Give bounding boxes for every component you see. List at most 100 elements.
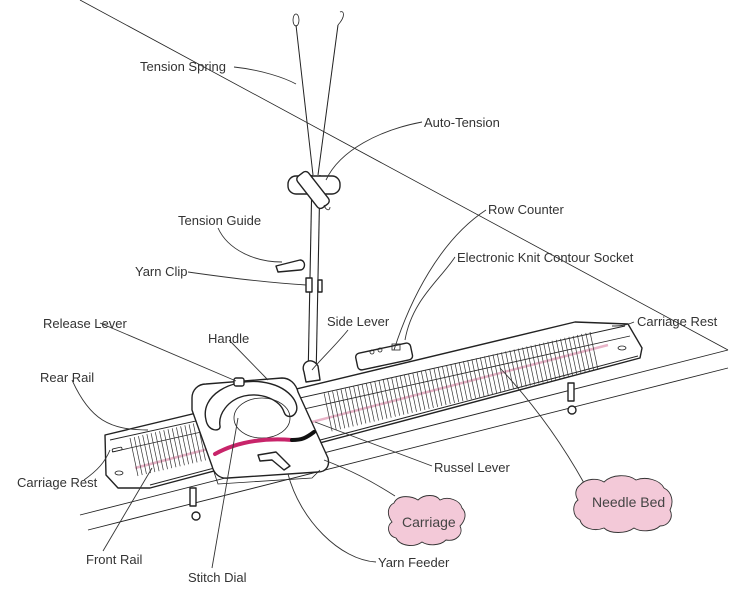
needle	[353, 386, 363, 425]
needle	[467, 360, 476, 399]
label-yarn-clip: Yarn Clip	[135, 264, 188, 279]
needle	[159, 431, 168, 470]
label-yarn-feeder: Yarn Feeder	[378, 555, 450, 570]
needle	[479, 357, 489, 396]
needle	[192, 423, 202, 462]
table-clamp-left	[189, 487, 201, 521]
needle	[361, 384, 371, 423]
needle	[370, 382, 379, 421]
needle	[509, 350, 519, 389]
needle	[403, 374, 413, 413]
label-carriage-rest-left: Carriage Rest	[17, 475, 98, 490]
needle	[581, 333, 590, 373]
needle	[408, 373, 417, 412]
needle	[146, 434, 156, 473]
needle	[425, 369, 434, 408]
needle	[387, 378, 396, 417]
needle	[323, 393, 333, 432]
label-row-counter: Row Counter	[488, 202, 565, 217]
needle	[437, 366, 447, 406]
label-release-lever: Release Lever	[43, 316, 127, 331]
label-handle: Handle	[208, 331, 249, 346]
needle	[171, 428, 181, 467]
callout-needle-bed-text: Needle Bed	[592, 494, 665, 510]
needle	[349, 387, 358, 426]
yarn-mast	[275, 11, 344, 383]
needle	[395, 376, 405, 415]
needle	[336, 390, 346, 429]
label-stitch-dial: Stitch Dial	[188, 570, 247, 585]
needle	[543, 342, 552, 381]
needle	[365, 383, 375, 422]
needle	[534, 344, 544, 383]
needle	[328, 392, 337, 431]
needle	[412, 372, 422, 411]
label-tension-guide: Tension Guide	[178, 213, 261, 228]
needle	[176, 427, 185, 466]
row-counter-unit	[354, 342, 414, 371]
needle	[357, 385, 367, 424]
needle	[450, 364, 460, 403]
needle	[526, 346, 536, 385]
needle	[513, 349, 523, 388]
needle	[446, 364, 455, 404]
needle	[560, 338, 569, 377]
needle	[441, 365, 451, 405]
part-labels: Tension Spring Auto-Tension Tension Guid…	[17, 59, 718, 585]
needle	[501, 352, 510, 391]
needle	[374, 381, 384, 420]
needle	[429, 368, 438, 408]
callout-carriage-text: Carriage	[402, 514, 456, 530]
carriage	[191, 377, 330, 485]
label-carriage-rest-right: Carriage Rest	[637, 314, 718, 329]
needle	[547, 341, 557, 380]
needle	[539, 343, 548, 382]
needle	[564, 337, 574, 376]
needle	[163, 430, 173, 469]
needle	[399, 375, 409, 414]
needle	[180, 426, 189, 465]
needle	[344, 388, 354, 427]
callout-carriage: Carriage	[387, 495, 466, 546]
needle	[471, 359, 481, 398]
needle	[576, 334, 586, 373]
needle	[332, 391, 341, 430]
needle	[458, 362, 468, 401]
needle	[522, 347, 531, 386]
needle	[138, 435, 147, 475]
label-russel-lever: Russel Lever	[434, 460, 511, 475]
needle	[517, 348, 527, 387]
needle	[340, 389, 350, 428]
needle	[488, 355, 498, 394]
leader-lines	[71, 66, 635, 569]
label-front-rail: Front Rail	[86, 552, 142, 567]
needle	[184, 425, 194, 464]
needle	[391, 377, 400, 416]
needle	[133, 436, 143, 476]
needle	[167, 429, 177, 468]
table-clamp-right	[567, 382, 577, 415]
needle	[572, 335, 582, 374]
label-rear-rail: Rear Rail	[40, 370, 94, 385]
needle-hatching	[129, 331, 599, 477]
needle	[416, 371, 426, 410]
needle	[382, 379, 392, 418]
needle	[378, 380, 388, 419]
needle	[555, 339, 565, 378]
label-side-lever: Side Lever	[327, 314, 390, 329]
needle	[129, 437, 139, 477]
needle	[568, 336, 578, 375]
needle	[505, 351, 514, 390]
needle	[589, 331, 599, 371]
needle	[496, 353, 506, 392]
needle	[463, 361, 472, 400]
needle	[188, 424, 198, 463]
needle	[484, 356, 493, 395]
needle	[585, 332, 595, 372]
needle	[420, 370, 430, 409]
needle	[154, 432, 164, 471]
callout-needle-bed: Needle Bed	[573, 475, 673, 533]
needle	[492, 354, 502, 393]
needle	[150, 433, 160, 472]
